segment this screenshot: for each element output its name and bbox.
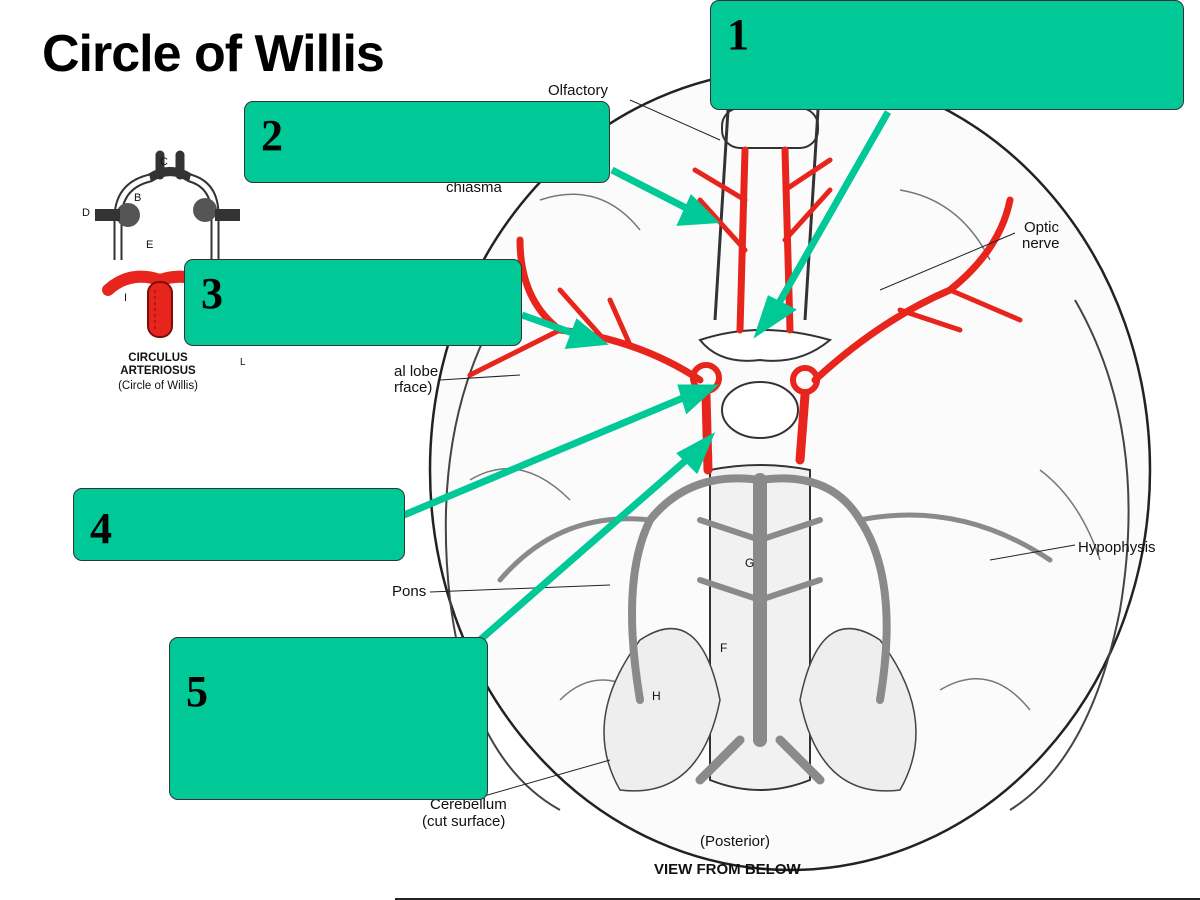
label-letter-f: F (720, 641, 728, 655)
label-pons: Pons (392, 583, 427, 600)
label-temporal-line2: rface) (394, 379, 433, 396)
label-optic-line2: nerve (1022, 235, 1060, 252)
inset-letter-e: E (146, 239, 154, 251)
answer-box-5[interactable]: 5 (169, 637, 488, 800)
inset-letter-b: B (134, 192, 142, 204)
leader-lines (429, 99, 1076, 801)
label-letter-h: H (652, 689, 661, 703)
answer-box-number: 2 (261, 111, 283, 160)
answer-box-3[interactable]: 3 (184, 259, 522, 346)
label-cerebellum-line1: Cerebellum (430, 796, 507, 813)
answer-box-4[interactable]: 4 (73, 488, 405, 561)
posterior-arteries (497, 473, 1053, 785)
label-letter-g: G (745, 556, 755, 570)
inset-caption-line1: CIRCULUS (128, 352, 188, 364)
label-hypophysis: Hypophysis (1078, 539, 1156, 556)
answer-box-2[interactable]: 2 (244, 101, 610, 183)
inset-caption-line3: (Circle of Willis) (118, 380, 198, 392)
answer-box-number: 4 (90, 504, 112, 553)
label-optic-line1: Optic (1024, 219, 1060, 236)
bottom-rule (395, 898, 1200, 900)
pointer-arrows (402, 110, 892, 643)
inset-letter-l: L (240, 357, 246, 368)
label-olfactory: Olfactory (548, 82, 609, 99)
label-view-from-below: VIEW FROM BELOW (654, 861, 801, 878)
answer-box-1[interactable]: 1 (710, 0, 1184, 110)
label-temporal-line1: al lobe (394, 363, 439, 380)
label-posterior: (Posterior) (700, 833, 771, 850)
inset-letter-c: C (160, 156, 168, 168)
label-chiasma: chiasma (446, 179, 502, 196)
answer-box-number: 5 (186, 667, 208, 716)
inset-letter-i: I (124, 292, 128, 304)
page-title: Circle of Willis (42, 25, 385, 83)
inset-letter-d: D (82, 207, 90, 219)
answer-box-number: 1 (727, 10, 749, 59)
label-cerebellum-line2: (cut surface) (422, 813, 506, 830)
inset-caption-line2: ARTERIOSUS (120, 365, 196, 377)
answer-box-number: 3 (201, 269, 223, 318)
